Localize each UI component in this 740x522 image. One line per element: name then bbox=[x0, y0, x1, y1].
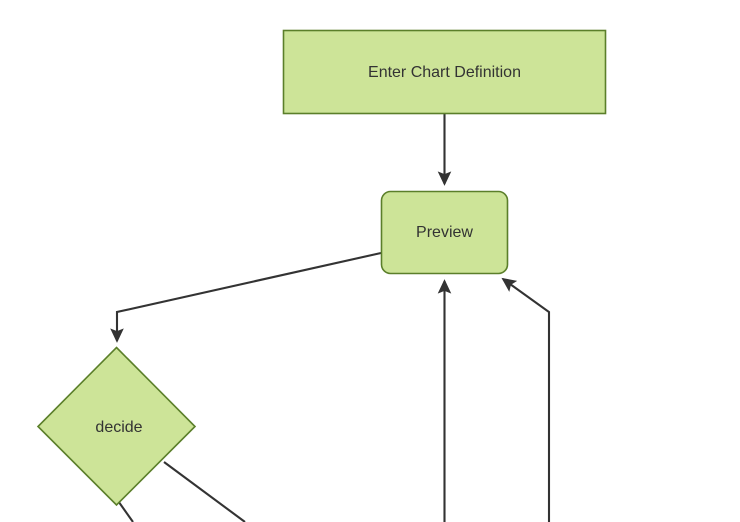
node-decide-shape[interactable] bbox=[36, 346, 197, 507]
edge-decide-branch-right bbox=[163, 461, 246, 522]
edge-return-right-to-preview bbox=[501, 277, 551, 522]
node-layer: Enter Chart Definition Preview decide bbox=[36, 29, 607, 507]
edge-preview-to-decide bbox=[110, 251, 382, 343]
node-enter-chart-definition-shape[interactable] bbox=[282, 29, 607, 115]
node-preview[interactable]: Preview bbox=[380, 190, 509, 275]
node-preview-shape[interactable] bbox=[380, 190, 509, 275]
node-decide[interactable]: decide bbox=[36, 346, 197, 507]
edge-layer bbox=[110, 114, 551, 522]
node-enter-chart-definition[interactable]: Enter Chart Definition bbox=[282, 29, 607, 115]
